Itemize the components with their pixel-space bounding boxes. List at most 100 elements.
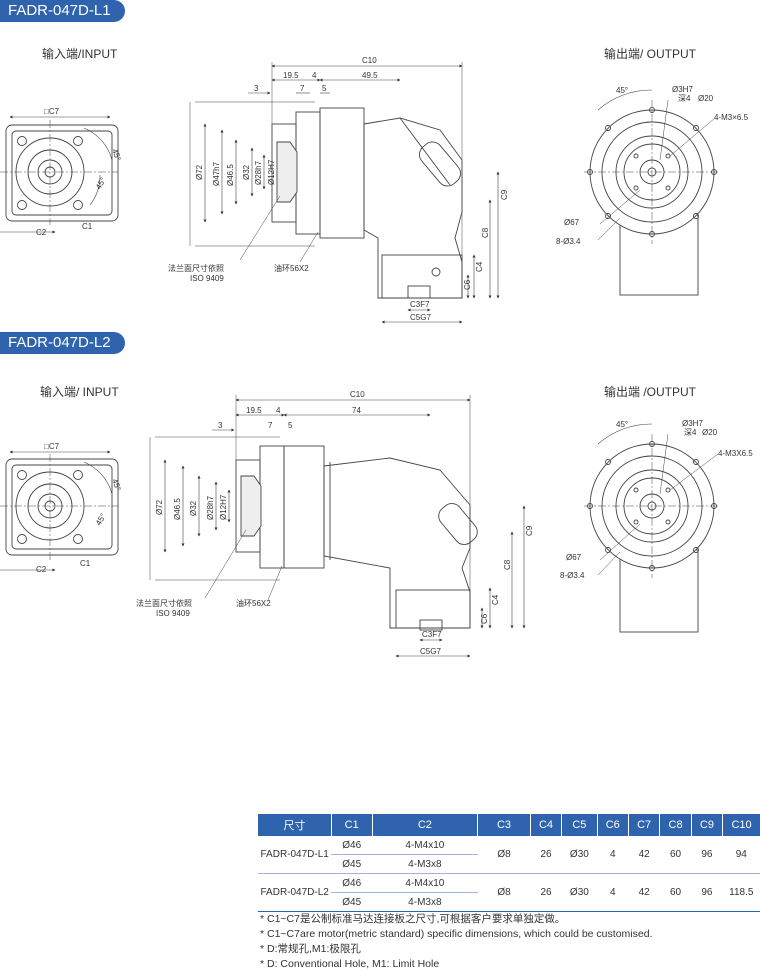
notes: * C1~C7是公制标准马达连接板之尺寸,可根据客户要求单独定做。 * C1~C… (260, 912, 652, 972)
dim-c9-l1: C9 (500, 189, 509, 200)
cell-c4: 26 (530, 836, 562, 874)
table-row: Ø45 4-M3x8 (258, 892, 760, 912)
section-header-l1: FADR-047D-L1 (0, 0, 125, 22)
out-depth4-l1: 深4 (678, 94, 691, 103)
dim-c3-l1: C3F7 (410, 300, 430, 309)
output-view-l1 (584, 89, 720, 296)
dim-195-l2: 19.5 (246, 406, 262, 415)
input-label-l2: 输入端/ INPUT (40, 385, 119, 399)
dim-c1-l1: C1 (82, 222, 93, 231)
note-line: * C1~C7是公制标准马达连接板之尺寸,可根据客户要求单独定做。 (260, 913, 566, 925)
out-45-l1: 45° (616, 86, 628, 95)
dim-c4-l2: C4 (491, 594, 500, 605)
table-row: Ø45 4-M3x8 (258, 854, 760, 874)
cell-c1: Ø45 (331, 854, 373, 874)
output-view-l2 (584, 423, 720, 633)
dim-c5-l2: C5G7 (420, 647, 441, 656)
dim-c9-l2: C9 (525, 525, 534, 536)
table-row: FADR-047D-L2 Ø46 4-M4x10 Ø8 26 Ø30 4 42 … (258, 873, 760, 912)
out-phi67-l1: Ø67 (564, 218, 580, 227)
dim-c4-l1: C4 (475, 261, 484, 272)
side-view-l2 (149, 395, 526, 658)
dim-phi12-l1: Ø12H7 (267, 159, 276, 185)
dim-phi32-l1: Ø32 (242, 164, 251, 180)
output-label-l1: 输出端/ OUTPUT (604, 47, 696, 61)
oil-ring-l1: 油环56X2 (274, 263, 309, 273)
out-phi3h7-l1: Ø3H7 (672, 85, 693, 94)
cell-c8: 60 (659, 836, 692, 874)
th-size: 尺寸 (258, 814, 332, 836)
cell-c3: Ø8 (477, 836, 531, 874)
cell-c1: Ø46 (331, 873, 373, 893)
dim-c2-l1: C2 (36, 228, 47, 237)
dim-45b-l2: 45° (94, 512, 108, 527)
dim-phi28-l2: Ø28h7 (206, 495, 215, 520)
oil-ring-l2: 油环56X2 (236, 598, 271, 608)
output-label-l2: 输出端 /OUTPUT (604, 385, 696, 399)
note-line: * D:常规孔,M1:极限孔 (260, 943, 361, 955)
note-line: * D: Conventional Hole, M1: Limit Hole (260, 958, 440, 970)
dim-c7-l1: □C7 (44, 107, 60, 116)
cell-c4: 26 (530, 873, 562, 912)
dim-5-l1: 5 (322, 84, 327, 93)
cell-c7: 42 (628, 873, 660, 912)
th-c8: C8 (659, 814, 692, 836)
dim-phi32-l2: Ø32 (189, 500, 198, 516)
dim-phi465-l2: Ø46.5 (173, 498, 182, 520)
th-c6: C6 (597, 814, 629, 836)
dim-c6-l1: C6 (463, 279, 472, 290)
section-header-l2: FADR-047D-L2 (0, 332, 125, 354)
dim-c10-l2: C10 (350, 390, 365, 399)
cell-c9: 96 (691, 836, 723, 874)
dim-3-l2: 3 (218, 421, 223, 430)
table-row: FADR-047D-L1 Ø46 4-M4x10 Ø8 26 Ø30 4 42 … (258, 836, 760, 874)
dim-phi12-l2: Ø12H7 (219, 494, 228, 520)
iso-note-l1: ISO 9409 (190, 274, 224, 283)
out-holes-l2: 8-Ø3.4 (560, 571, 585, 580)
dim-45a-l2: 45° (110, 478, 123, 492)
out-m3-l2: 4-M3X6.5 (718, 449, 753, 458)
out-depth4-l2: 深4 (684, 428, 697, 437)
cell-c3: Ø8 (477, 873, 531, 912)
th-c1: C1 (331, 814, 373, 836)
th-c5: C5 (561, 814, 598, 836)
cell-c10: 94 (722, 836, 760, 874)
input-view-l1 (0, 115, 119, 234)
th-c7: C7 (628, 814, 661, 836)
cell-c9: 96 (691, 873, 723, 912)
cell-c2: 4-M4x10 (372, 873, 478, 893)
dim-3-l1: 3 (254, 84, 259, 93)
table-header-row: 尺寸 C1 C2 C3 C4 C5 C6 C7 C8 C9 C10 (258, 814, 760, 836)
dim-c6-l2: C6 (480, 613, 489, 624)
dim-7-l1: 7 (300, 84, 305, 93)
cell-c2: 4-M3x8 (372, 854, 478, 874)
dim-195-l1: 19.5 (283, 71, 299, 80)
cell-c2: 4-M4x10 (372, 836, 478, 855)
cell-c5: Ø30 (561, 836, 598, 874)
th-c2: C2 (372, 814, 479, 836)
cell-model: FADR-047D-L1 (258, 836, 332, 874)
cell-c6: 4 (597, 836, 629, 874)
out-45-l2: 45° (616, 420, 628, 429)
dim-c3-l2: C3F7 (422, 630, 442, 639)
out-holes-l1: 8-Ø3.4 (556, 237, 581, 246)
iso-note-l2: ISO 9409 (156, 609, 190, 618)
cell-c1: Ø46 (331, 836, 373, 855)
dim-c10-l1: C10 (362, 56, 377, 65)
th-c4: C4 (530, 814, 563, 836)
dim-5-l2: 5 (288, 421, 293, 430)
dim-c1-l2: C1 (80, 559, 91, 568)
out-m3-l1: 4-M3×6.5 (714, 113, 749, 122)
drawing-l2: □C7 C2 C1 45° 45° (0, 390, 753, 658)
th-c9: C9 (691, 814, 724, 836)
flange-note-l1: 法兰面尺寸依照 (168, 263, 224, 273)
note-line: * C1~C7are motor(metric standard) specif… (260, 928, 653, 940)
th-c10: C10 (722, 814, 760, 836)
dim-7-l2: 7 (268, 421, 273, 430)
dim-4-l1: 4 (312, 71, 317, 80)
dim-phi72-l1: Ø72 (195, 164, 204, 180)
cell-c8: 60 (659, 873, 692, 912)
cell-c1: Ø45 (331, 892, 373, 912)
dim-phi28-l1: Ø28h7 (254, 160, 263, 185)
